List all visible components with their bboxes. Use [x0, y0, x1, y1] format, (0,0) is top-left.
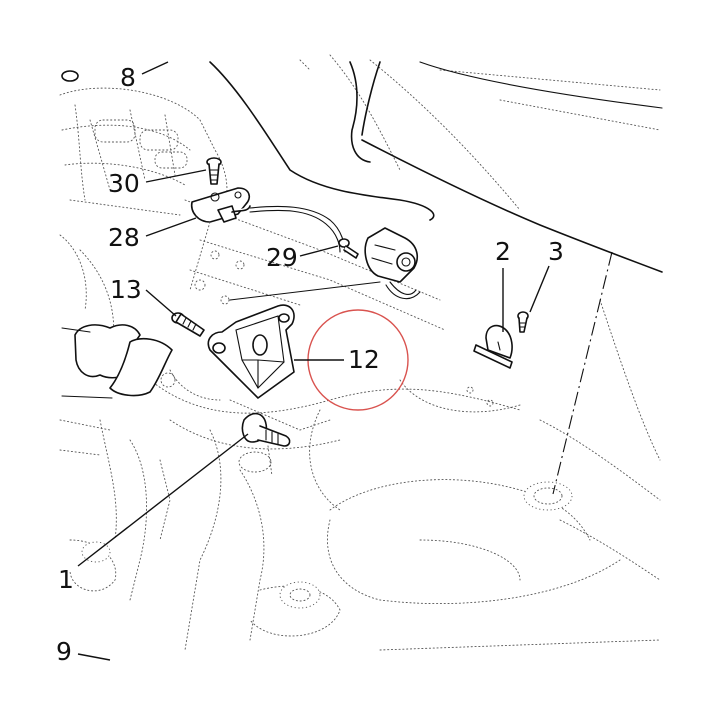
callout-29: 29: [266, 243, 298, 272]
callout-2: 2: [495, 237, 511, 266]
axis-line: [552, 251, 613, 495]
callout-8: 8: [120, 63, 136, 92]
part-3-screw: [517, 311, 529, 333]
part-12-mounting-bracket: [207, 304, 295, 399]
callout-3: 3: [548, 237, 564, 266]
callout-1: 1: [58, 565, 74, 594]
part-2-cap: [473, 324, 513, 369]
part-13-bolt: [171, 312, 205, 337]
body-panel-outline: [209, 61, 663, 273]
frame-ghost-outlines: [59, 54, 661, 651]
callout-9: 9: [56, 637, 72, 666]
part-30-screw: [206, 157, 222, 185]
part-28-sensor-bracket: [189, 187, 346, 291]
left-grommet-parts: [61, 324, 176, 399]
leader-lines: [77, 61, 550, 661]
callout-30: 30: [108, 169, 140, 198]
callout-12: 12: [348, 345, 380, 374]
callout-28: 28: [108, 223, 140, 252]
part-29-connector: [229, 227, 421, 301]
top-left-washer: [61, 70, 79, 82]
part-1-bulb: [241, 412, 291, 477]
callout-13: 13: [110, 275, 142, 304]
